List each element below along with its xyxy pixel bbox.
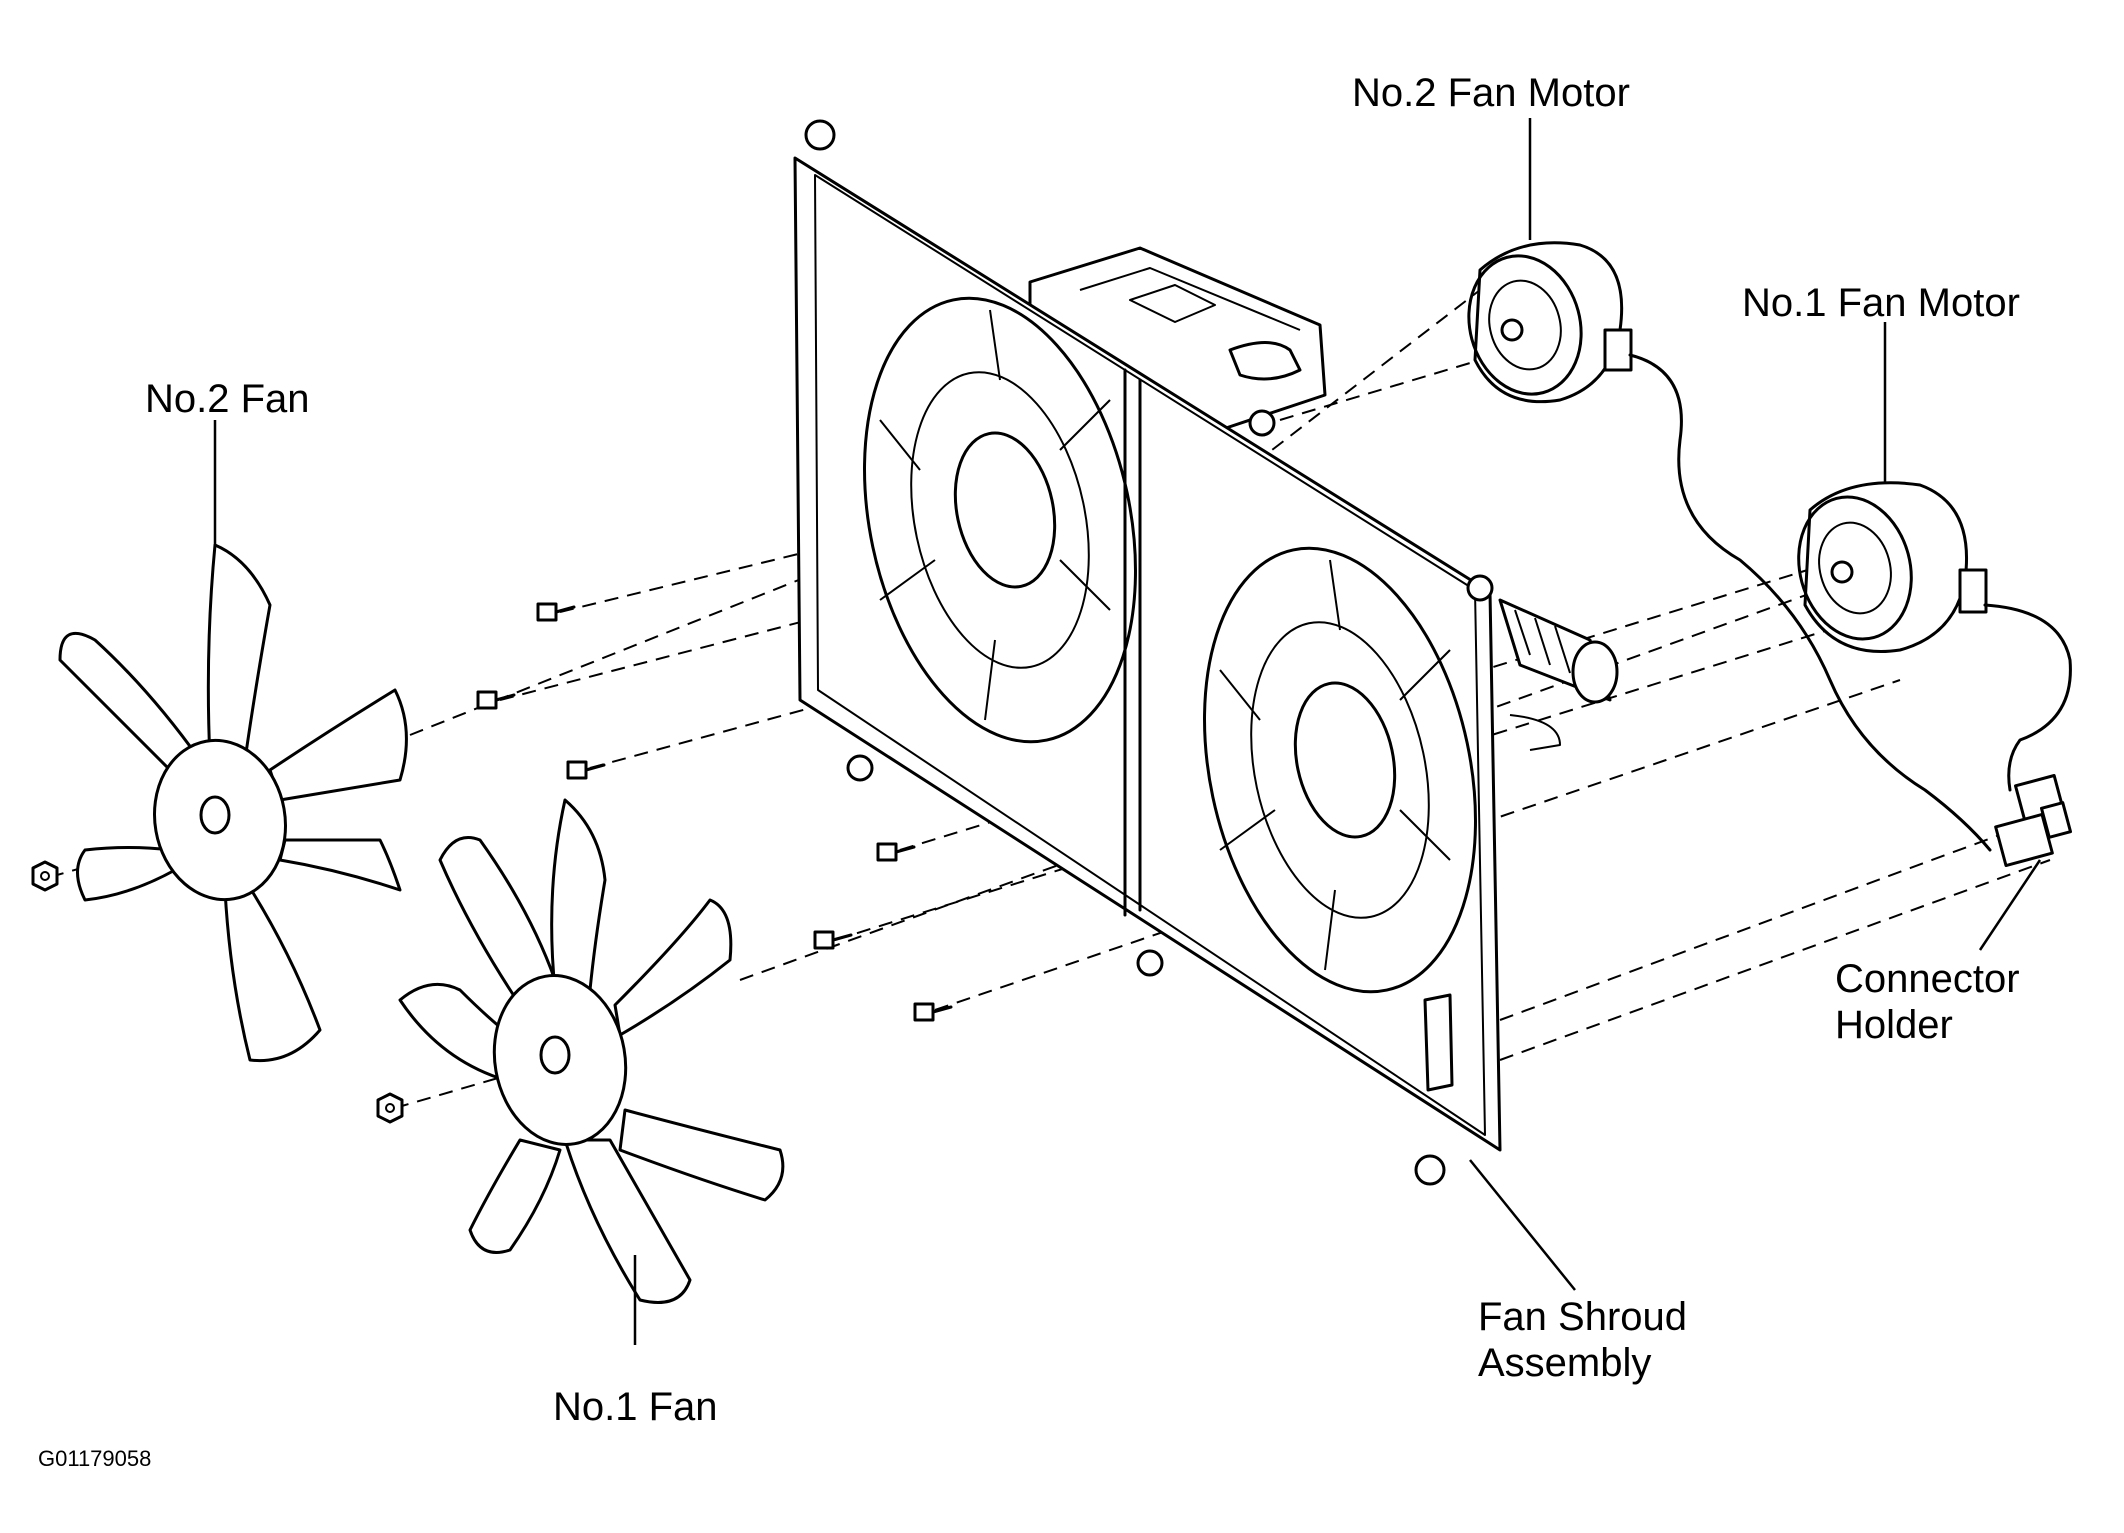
bolts [476, 602, 953, 1022]
label-connector-holder-2: Holder [1835, 1003, 1953, 1047]
bolt [913, 1002, 953, 1022]
bolt [566, 760, 606, 780]
label-no2-fan-motor: No.2 Fan Motor [1352, 71, 1630, 115]
label-no2-fan: No.2 Fan [145, 377, 310, 421]
bolt [476, 690, 516, 710]
nut-no1-fan [376, 1092, 404, 1124]
no2-motor-wire [1628, 353, 1992, 852]
leader-lines [213, 118, 2042, 1345]
label-fan-shroud-2: Assembly [1478, 1341, 1651, 1385]
no2-fan-motor [1467, 241, 1633, 404]
nut-no2-fan [31, 860, 59, 892]
no1-motor-wire [1983, 603, 2072, 792]
label-fan-shroud-1: Fan Shroud [1478, 1295, 1687, 1339]
bolt [813, 930, 853, 950]
labels: No.2 Fan Motor No.1 Fan Motor No.2 Fan N… [38, 71, 2020, 1471]
figure-code: G01179058 [38, 1446, 151, 1471]
no1-fan [398, 798, 785, 1304]
bolt [536, 602, 576, 622]
connector-holder [1994, 774, 2073, 868]
label-no1-fan-motor: No.1 Fan Motor [1742, 281, 2020, 325]
no2-fan [58, 543, 408, 1063]
bolt [876, 842, 916, 862]
no1-fan-motor [1797, 481, 1988, 653]
label-connector-holder-1: Connector [1835, 957, 2020, 1001]
fan-shroud-assembly [793, 119, 1619, 1186]
label-no1-fan: No.1 Fan [553, 1385, 718, 1429]
